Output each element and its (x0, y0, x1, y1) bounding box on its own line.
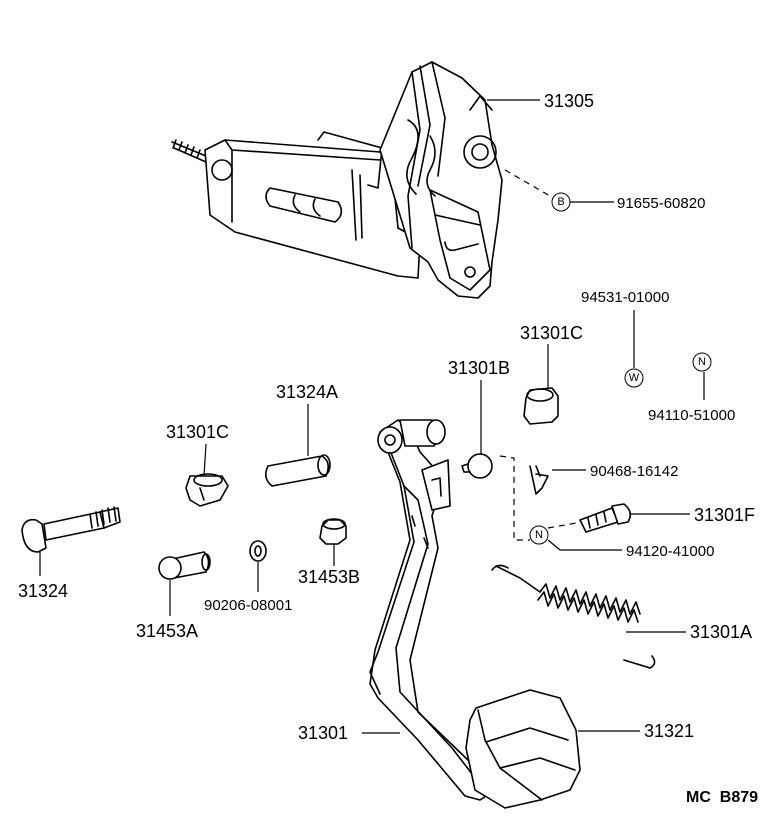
label-31301c-left: 31301C (166, 422, 229, 442)
pin-31453a (158, 551, 211, 580)
washer-90206 (249, 540, 267, 562)
bushing-31301c-top (523, 387, 559, 425)
bolt-31301f (579, 503, 632, 533)
bushing-31301c-left (185, 473, 229, 507)
bracket-assembly-31305 (171, 61, 503, 299)
label-31453b: 31453B (298, 567, 360, 587)
label-31453a: 31453A (136, 621, 198, 641)
bushing-31453b (319, 518, 347, 545)
symbol-b: B (551, 192, 571, 212)
label-31305: 31305 (544, 91, 594, 111)
label-31301f: 31301F (694, 505, 755, 525)
symbol-w-letter: W (629, 372, 640, 384)
symbol-n-mid-letter: N (535, 529, 543, 541)
label-94120-41000: 94120-41000 (626, 543, 714, 560)
label-31301b: 31301B (448, 358, 510, 378)
spring-31301a (491, 564, 656, 669)
label-31301c-top: 31301C (520, 323, 583, 343)
symbol-n-mid: N (529, 525, 549, 545)
label-31324a: 31324A (276, 382, 338, 402)
bushing-31301b (461, 453, 493, 479)
symbol-w: W (624, 368, 644, 388)
symbol-n-top-letter: N (698, 356, 706, 368)
part-labels: 31305 91655-60820 94531-01000 31301C 313… (18, 91, 755, 743)
label-31301: 31301 (298, 723, 348, 743)
label-94531-01000: 94531-01000 (581, 289, 669, 306)
label-31324: 31324 (18, 581, 68, 601)
label-90206-08001: 90206-08001 (204, 597, 292, 614)
label-94110-51000: 94110-51000 (648, 407, 735, 424)
symbol-b-letter: B (557, 196, 564, 208)
label-31321: 31321 (644, 721, 694, 741)
leader-lines (39, 99, 705, 734)
diagram-code: MC B879 (686, 789, 758, 806)
clip-90468 (529, 465, 549, 495)
symbol-n-top: N (692, 352, 712, 372)
bolt-31324 (21, 506, 121, 553)
pedal-31301 (369, 419, 581, 809)
label-31301a: 31301A (690, 622, 752, 642)
label-91655-60820: 91655-60820 (617, 195, 705, 212)
label-90468-16142: 90468-16142 (590, 463, 678, 480)
pin-31324a (264, 454, 331, 487)
